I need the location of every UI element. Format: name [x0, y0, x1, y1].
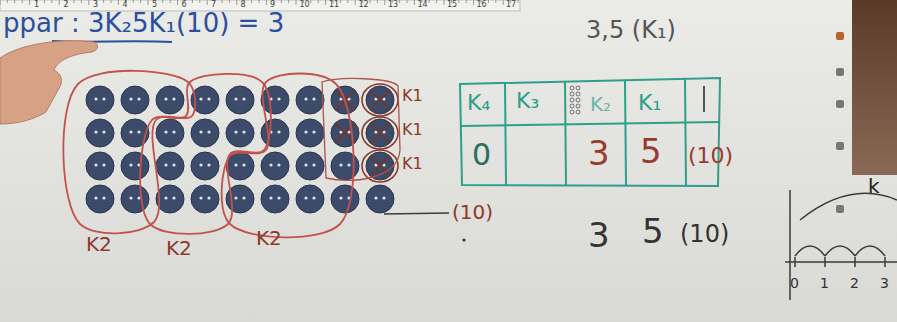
ruler-number: 9 [270, 1, 275, 9]
heading-expression: ppar : 3K₂5K₁(10) = 3 [3, 10, 284, 36]
k1-mark: K1 [402, 122, 423, 138]
ruler-number: 3 [93, 1, 98, 9]
result-base: (10) [680, 222, 729, 246]
result-digit: 3 [588, 218, 610, 252]
axis-number: 3 [880, 276, 889, 290]
ruler-number: 10 [300, 1, 310, 9]
ruler-ticks [0, 0, 518, 5]
group-label: K2 [86, 234, 112, 254]
column-header: K₃ [516, 90, 539, 112]
axis-name: k [868, 176, 880, 196]
column-header: K₂ [590, 94, 611, 114]
dot-mark [462, 238, 465, 241]
toolbar-icons [836, 32, 844, 213]
ruler-number: 1 [34, 1, 39, 9]
axis-number: 1 [820, 276, 829, 290]
k1-loops [322, 79, 400, 182]
group-label: K2 [166, 238, 192, 258]
place-value-table [460, 78, 720, 186]
answer-line [384, 213, 449, 214]
group-loop: K2 [220, 74, 346, 262]
ruler-number: 16 [477, 1, 487, 9]
table-cell: 0 [472, 140, 491, 170]
ruler-number: 11 [329, 1, 339, 9]
table-cell: (10) [688, 145, 733, 167]
ruler-number: 17 [506, 1, 516, 9]
ruler-number: 14 [418, 1, 428, 9]
ruler-number: 4 [123, 1, 128, 9]
pointing-hand [0, 41, 98, 124]
k1-mark: K1 [402, 156, 423, 172]
number-line [785, 190, 897, 300]
ruler-number: 8 [241, 1, 246, 9]
ruler-number: 13 [388, 1, 398, 9]
axis-number: 0 [790, 276, 799, 290]
group-label: K2 [256, 228, 282, 248]
number-note: 3,5 (K₁) [586, 18, 676, 42]
ruler-number: 15 [447, 1, 457, 9]
result-digit: 5 [642, 214, 664, 248]
ruler-number: 5 [152, 1, 157, 9]
tiny-dots [570, 86, 580, 114]
ruler-number: 6 [182, 1, 187, 9]
table-cell: 5 [640, 134, 662, 168]
axis-number: 2 [850, 276, 859, 290]
result-base: (10) [452, 202, 493, 222]
column-header: K₄ [467, 92, 490, 114]
table-cell: 3 [588, 136, 610, 170]
k1-mark: K1 [402, 88, 423, 104]
loop-outline [220, 74, 346, 262]
column-header: K₁ [638, 92, 661, 114]
ruler-number: 7 [211, 1, 216, 9]
ruler-number: 2 [64, 1, 69, 9]
wall [852, 0, 897, 175]
ruler-number: 12 [359, 1, 369, 9]
counter-dots [86, 86, 394, 213]
